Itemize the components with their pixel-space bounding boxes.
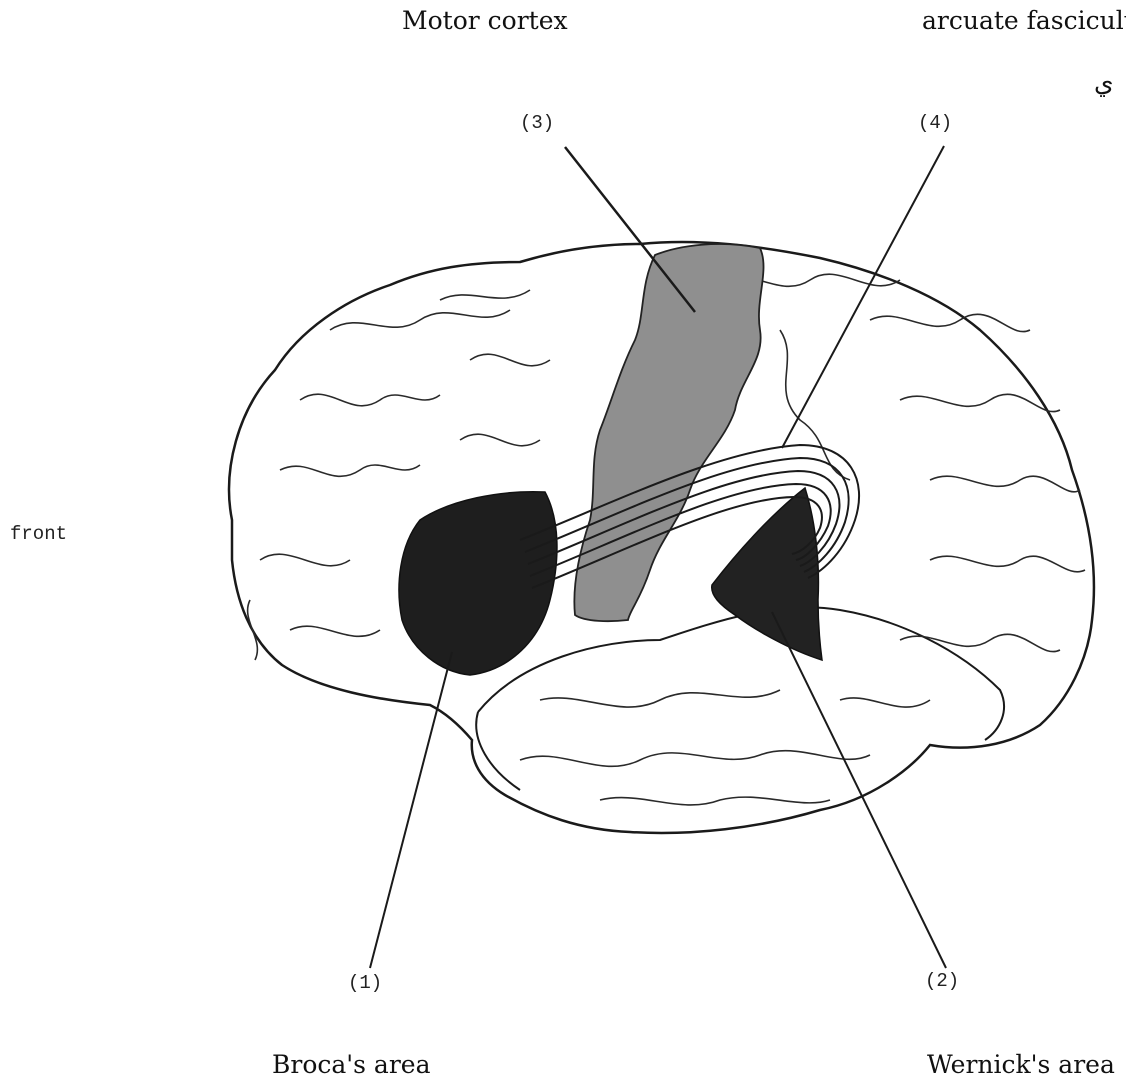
wernicks-area-label: Wernick's area — [927, 1050, 1115, 1079]
motor-cortex-label: Motor cortex — [402, 6, 568, 35]
stray-glyph: ي — [1094, 68, 1114, 97]
marker-3: (3) — [520, 112, 554, 134]
brocas-area-label: Broca's area — [272, 1050, 430, 1079]
marker-4: (4) — [918, 112, 952, 134]
marker-1: (1) — [348, 972, 382, 994]
arcuate-fasciculus-label: arcuate fasciculus — [922, 6, 1126, 35]
marker-2: (2) — [925, 970, 959, 992]
front-label: front — [10, 523, 67, 545]
